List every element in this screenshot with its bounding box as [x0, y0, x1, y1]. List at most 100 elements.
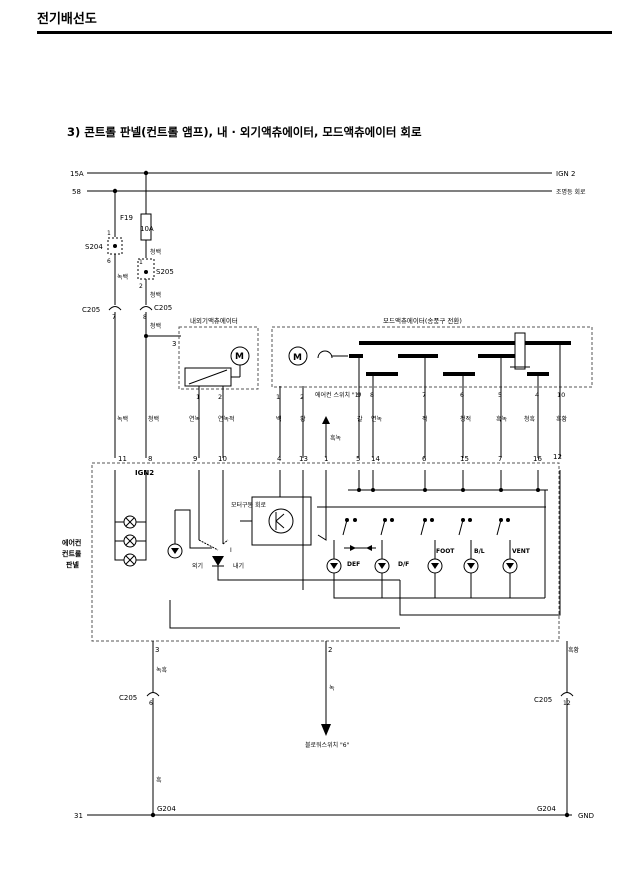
svg-text:9: 9 [193, 455, 197, 463]
svg-text:5: 5 [356, 455, 360, 463]
svg-text:흑녹: 흑녹 [330, 434, 342, 442]
svg-text:8: 8 [370, 391, 374, 399]
svg-text:3: 3 [172, 340, 176, 348]
rail-lamp-label: 조명등 회로 [556, 188, 586, 196]
svg-text:6: 6 [149, 700, 153, 707]
svg-text:3: 3 [155, 646, 159, 654]
c205-pin6-symbol [146, 692, 160, 697]
svg-text:4: 4 [535, 391, 539, 399]
svg-text:모터구동 회로: 모터구동 회로 [231, 501, 267, 509]
svg-text:6: 6 [107, 258, 111, 265]
wire-color-green-white-1: 녹백 [117, 273, 128, 281]
svg-text:외기: 외기 [192, 562, 203, 570]
svg-text:I: I [230, 547, 232, 554]
svg-text:5: 5 [498, 391, 502, 399]
c205-pin8-symbol [139, 306, 153, 311]
svg-text:2: 2 [218, 393, 222, 401]
page-header-title: 전기배선도 [37, 12, 97, 27]
diode-inside [212, 556, 224, 566]
wire-color-blue-white-2: 청백 [150, 291, 161, 299]
svg-text:7: 7 [112, 314, 116, 321]
svg-text:1: 1 [196, 393, 200, 401]
fuse-rating: 10A [140, 225, 154, 233]
led-df-label: D/F [398, 561, 409, 568]
svg-text:내기: 내기 [233, 562, 244, 570]
svg-text:판넬: 판넬 [66, 560, 79, 569]
svg-text:1: 1 [276, 393, 280, 401]
svg-text:8: 8 [143, 314, 147, 321]
c205-pin7-symbol [108, 306, 122, 311]
svg-text:6: 6 [422, 455, 427, 463]
mode-slider [514, 332, 526, 370]
splice-s205-node [144, 270, 148, 274]
svg-text:6: 6 [460, 391, 464, 399]
c205-bottom-right-label: C205 [534, 696, 552, 704]
header-rule [37, 31, 612, 34]
rail-31-label: 31 [74, 812, 83, 820]
splice-s204-label: S204 [85, 243, 103, 251]
svg-text:흑황: 흑황 [568, 646, 580, 654]
svg-text:흑황: 흑황 [556, 415, 568, 423]
c205-left-label: C205 [82, 306, 100, 314]
svg-text:2: 2 [328, 646, 332, 654]
splice-s205-label: S205 [156, 268, 174, 276]
svg-text:15: 15 [460, 455, 469, 463]
g204-right-label: G204 [537, 805, 556, 813]
svg-text:청적: 청적 [460, 416, 471, 423]
svg-text:에어컨: 에어컨 [62, 538, 81, 547]
svg-text:13: 13 [299, 455, 308, 463]
svg-text:연녹: 연녹 [189, 415, 201, 423]
svg-text:청백: 청백 [148, 415, 159, 423]
svg-text:청백: 청백 [150, 322, 161, 330]
rail-gnd-label: GND [578, 812, 594, 820]
c205-mid-label: C205 [154, 304, 172, 312]
recirc-actuator-label: 내외기액츄에이터 [190, 316, 238, 325]
section-title: 3) 콘트롤 판넬(컨트롤 앰프), 내 · 외기액츄에이터, 모드액츄에이터 … [67, 125, 422, 139]
control-panel-box [91, 462, 560, 642]
svg-text:컨트롤: 컨트롤 [62, 549, 82, 558]
g204-left-label: G204 [157, 805, 176, 813]
mode-actuator-box [271, 326, 593, 388]
svg-text:10: 10 [557, 391, 565, 399]
svg-text:에어컨 스위치 "1": 에어컨 스위치 "1" [315, 391, 362, 399]
svg-text:연녹적: 연녹적 [218, 415, 235, 423]
c205-pin12-symbol [560, 692, 574, 697]
led-bl-label: B/L [474, 548, 485, 555]
power-rails [87, 172, 572, 816]
wire-color-blue-white-1: 청백 [150, 248, 161, 256]
fuse-name: F19 [120, 214, 133, 222]
svg-text:7: 7 [498, 455, 502, 463]
blower-switch-arrow-icon [321, 724, 331, 736]
svg-text:1: 1 [107, 230, 111, 237]
svg-text:녹백: 녹백 [117, 415, 128, 423]
svg-text:갈: 갈 [357, 415, 363, 423]
mode-gear-symbol [317, 350, 333, 359]
svg-text:IGN2: IGN2 [135, 469, 154, 477]
mode-contact-bar-top [359, 341, 571, 345]
c205-bottom-left-label: C205 [119, 694, 137, 702]
svg-text:녹: 녹 [329, 685, 335, 692]
svg-text:1: 1 [139, 259, 143, 266]
svg-text:흑녹: 흑녹 [496, 415, 508, 423]
svg-text:2: 2 [139, 283, 143, 290]
svg-text:4: 4 [277, 455, 282, 463]
svg-text:12: 12 [563, 700, 571, 707]
svg-text:10: 10 [218, 455, 227, 463]
svg-text:16: 16 [533, 455, 542, 463]
svg-text:녹흑: 녹흑 [156, 666, 168, 674]
svg-text:12: 12 [553, 453, 562, 461]
svg-text:M: M [235, 352, 244, 362]
splice-s204-node [113, 244, 117, 248]
led-def-label: DEF [347, 561, 360, 568]
svg-text:2: 2 [300, 393, 304, 401]
rail-ign2-label: IGN 2 [556, 170, 575, 178]
blower-switch-label: 블로워스위치 "6" [305, 741, 350, 749]
svg-text:8: 8 [148, 455, 152, 463]
led-foot-label: FOOT [436, 548, 455, 555]
svg-text:14: 14 [371, 455, 380, 463]
svg-text:M: M [293, 353, 302, 363]
svg-text:1: 1 [324, 455, 328, 463]
svg-text:백: 백 [276, 415, 282, 423]
mode-motor-symbol [288, 346, 308, 366]
